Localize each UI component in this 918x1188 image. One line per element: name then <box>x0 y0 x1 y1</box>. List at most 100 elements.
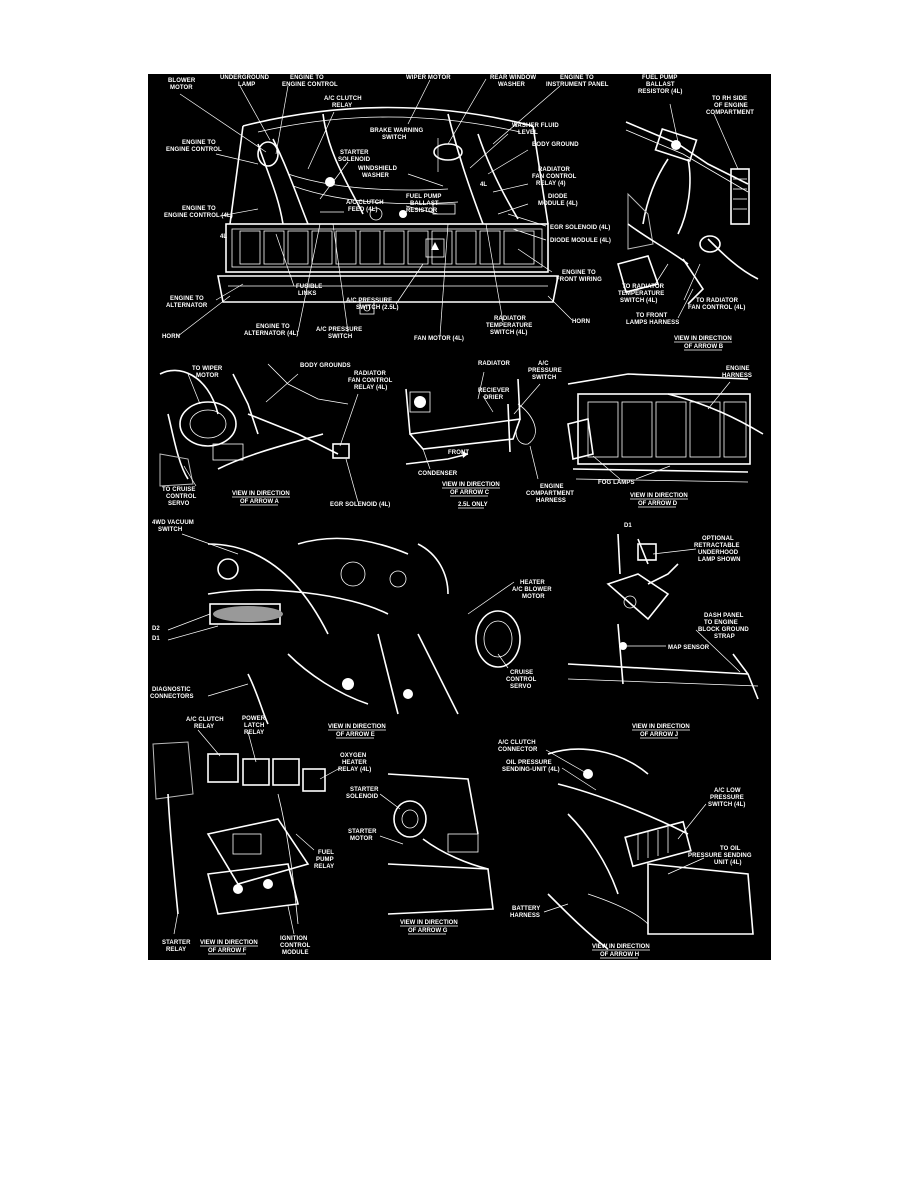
label-washer-2: WASHER <box>362 173 390 179</box>
label-alternator: ALTERNATOR <box>166 303 208 309</box>
label-ac-pressure-1: A/C PRESSURE <box>346 298 392 304</box>
label-j-block-ground: BLOCK GROUND <box>698 627 749 633</box>
wiring-diagram-plate: BLOWER MOTOR UNDERGROUND LAMP ENGINE TO … <box>148 74 771 960</box>
label-f-relay-2: RELAY <box>244 730 264 736</box>
label-4l-b: 4L <box>220 234 227 240</box>
label-b-temperature: TEMPERATURE <box>618 291 664 297</box>
panel-arrow-e: 4WD VACUUM SWITCH HEATER A/C BLOWER MOTO… <box>150 520 552 739</box>
label-f-heater: HEATER <box>342 760 367 766</box>
label-a-motor: MOTOR <box>196 373 219 379</box>
label-switch-25l: SWITCH (2.5L) <box>356 305 399 311</box>
label-j-to-engine: TO ENGINE <box>704 620 738 626</box>
label-instrument-panel: INSTRUMENT PANEL <box>546 82 609 88</box>
label-engine-to-5: ENGINE TO <box>562 270 596 276</box>
label-wiper-motor: WIPER MOTOR <box>406 75 451 81</box>
label-c-front: FRONT <box>448 450 469 456</box>
caption-j-line1: VIEW IN DIRECTION <box>632 724 690 730</box>
label-f-relay-1: RELAY <box>194 724 214 730</box>
label-e-motor: MOTOR <box>522 594 545 600</box>
panel-arrow-f: A/C CLUTCH RELAY POWER LATCH RELAY OXYGE… <box>152 716 371 956</box>
label-b-of-engine: OF ENGINE <box>714 103 748 109</box>
caption-c-line2: OF ARROW C <box>450 490 490 496</box>
label-h-ac-low: A/C LOW <box>714 788 741 794</box>
label-d-fog-lamps: FOG LAMPS <box>598 480 635 486</box>
label-body-ground: BODY GROUND <box>532 142 579 148</box>
label-c-harness: HARNESS <box>536 498 566 504</box>
label-alternator-4l: ALTERNATOR (4L) <box>244 331 299 337</box>
label-e-4wd-vacuum: 4WD VACUUM <box>152 520 194 526</box>
label-horn-left: HORN <box>162 334 180 340</box>
label-4l-a: 4L <box>480 182 487 188</box>
label-j-dash-panel: DASH PANEL <box>704 613 744 619</box>
label-temperature: TEMPERATURE <box>486 323 532 329</box>
caption-f-line2: OF ARROW F <box>208 948 247 954</box>
label-e-heater: HEATER <box>520 580 545 586</box>
label-washer-1: WASHER <box>498 82 526 88</box>
label-switch-1: SWITCH <box>382 135 406 141</box>
main-engine-view: BLOWER MOTOR UNDERGROUND LAMP ENGINE TO … <box>162 75 611 342</box>
label-engine-control-2: ENGINE CONTROL <box>166 147 222 153</box>
label-j-lamp-shown: LAMP SHOWN <box>698 557 741 563</box>
panel-arrow-j: D1 OPTIONAL RETRACTABLE UNDERHOOD LAMP S… <box>567 523 759 739</box>
label-f-latch: LATCH <box>244 723 264 729</box>
label-engine-to-3: ENGINE TO <box>182 140 216 146</box>
label-level: LEVEL <box>518 130 538 136</box>
label-a-control: CONTROL <box>166 494 197 500</box>
label-module: MODULE (4L) <box>538 201 578 207</box>
label-b-resistor: RESISTOR (4L) <box>638 89 683 95</box>
label-f-ac-clutch: A/C CLUTCH <box>186 717 224 723</box>
label-windshield: WINDSHIELD <box>358 166 398 172</box>
label-washer-fluid: WASHER FLUID <box>512 123 559 129</box>
label-f-relay-4: RELAY <box>166 947 186 953</box>
label-f-power: POWER <box>242 716 266 722</box>
label-f-relay-4l: RELAY (4L) <box>338 767 371 773</box>
caption-d-line1: VIEW IN DIRECTION <box>630 493 688 499</box>
label-d-engine: ENGINE <box>726 366 750 372</box>
label-e-control: CONTROL <box>506 677 537 683</box>
label-e-switch: SWITCH <box>158 527 182 533</box>
label-e-d1: D1 <box>152 636 160 642</box>
label-b-to-front: TO FRONT <box>636 313 668 319</box>
label-j-optional: OPTIONAL <box>702 536 734 542</box>
label-f-ignition: IGNITION <box>280 936 307 942</box>
label-b-compartment: COMPARTMENT <box>706 110 754 116</box>
label-e-servo: SERVO <box>510 684 532 690</box>
label-ac-clutch-2: A/C CLUTCH <box>346 200 384 206</box>
label-h-oil-pressure: OIL PRESSURE <box>506 760 552 766</box>
label-c-engine: ENGINE <box>540 484 564 490</box>
label-f-module: MODULE <box>282 950 309 956</box>
label-e-ac-blower: A/C BLOWER <box>512 587 552 593</box>
label-f-relay-3: RELAY <box>314 864 334 870</box>
label-f-control: CONTROL <box>280 943 311 949</box>
label-e-diagnostic: DIAGNOSTIC <box>152 687 191 693</box>
label-engine-to-7: ENGINE TO <box>256 324 290 330</box>
panel-arrow-b: FUEL PUMP BALLAST RESISTOR (4L) TO RH SI… <box>617 75 759 351</box>
caption-e-line2: OF ARROW E <box>336 732 375 738</box>
label-b-to-radiator-1: TO RADIATOR <box>622 284 665 290</box>
label-blower: BLOWER <box>168 78 196 84</box>
label-a-body-grounds: BODY GROUNDS <box>300 363 351 369</box>
label-h-ac-clutch: A/C CLUTCH <box>498 740 536 746</box>
label-a-to-cruise: TO CRUISE <box>162 487 195 493</box>
label-engine-control-1: ENGINE CONTROL <box>282 82 338 88</box>
label-switch-4l: SWITCH (4L) <box>490 330 527 336</box>
label-f-oxygen: OXYGEN <box>340 753 366 759</box>
label-a-to-wiper: TO WIPER <box>192 366 223 372</box>
label-h-unit: UNIT (4L) <box>714 860 742 866</box>
label-c-switch: SWITCH <box>532 375 556 381</box>
label-engine-to-6: ENGINE TO <box>170 296 204 302</box>
label-relay-2: RELAY (4) <box>536 181 566 187</box>
label-h-to-oil: TO OIL <box>720 846 741 852</box>
label-b-lamps-harness: LAMPS HARNESS <box>626 320 679 326</box>
caption-d-line2: OF ARROW D <box>638 501 678 507</box>
panel-arrow-a: TO WIPER MOTOR BODY GROUNDS RADIATOR FAN… <box>159 363 393 508</box>
label-front-wiring: FRONT WIRING <box>556 277 602 283</box>
label-radiator-2: RADIATOR <box>494 316 526 322</box>
label-d-harness: HARNESS <box>722 373 752 379</box>
label-ac-pressure-2: A/C PRESSURE <box>316 327 362 333</box>
label-brake-warning: BRAKE WARNING <box>370 128 424 134</box>
label-a-fan-control: FAN CONTROL <box>348 378 393 384</box>
label-horn-right: HORN <box>572 319 590 325</box>
caption-b-line1: VIEW IN DIRECTION <box>674 336 732 342</box>
label-solenoid: SOLENOID <box>338 157 371 163</box>
